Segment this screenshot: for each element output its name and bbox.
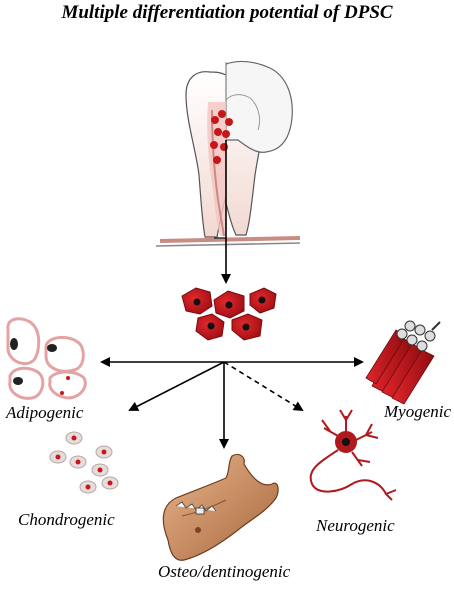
tooth-illustration: [155, 60, 301, 247]
label-chondrogenic: Chondrogenic: [18, 510, 115, 529]
adipocyte-cells-illustration: [6, 317, 87, 400]
label-osteo-dentinogenic: Osteo/dentinogenic: [158, 562, 291, 581]
neuron-illustration: [309, 409, 397, 501]
label-adipogenic: Adipogenic: [6, 403, 84, 422]
arrow-to-neurogenic-dashed: [223, 361, 304, 412]
chondrocyte-cells-illustration: [49, 431, 119, 494]
differentiation-arrows: [100, 357, 364, 449]
diagram-title: Multiple differentiation potential of DP…: [61, 2, 393, 23]
stem-cell-cluster: [181, 287, 277, 341]
label-neurogenic: Neurogenic: [316, 516, 395, 535]
myocyte-bundle-illustration: [365, 320, 441, 405]
arrow-to-chondrogenic: [128, 361, 225, 411]
mandible-illustration: [162, 453, 279, 561]
label-myogenic: Myogenic: [384, 402, 452, 421]
